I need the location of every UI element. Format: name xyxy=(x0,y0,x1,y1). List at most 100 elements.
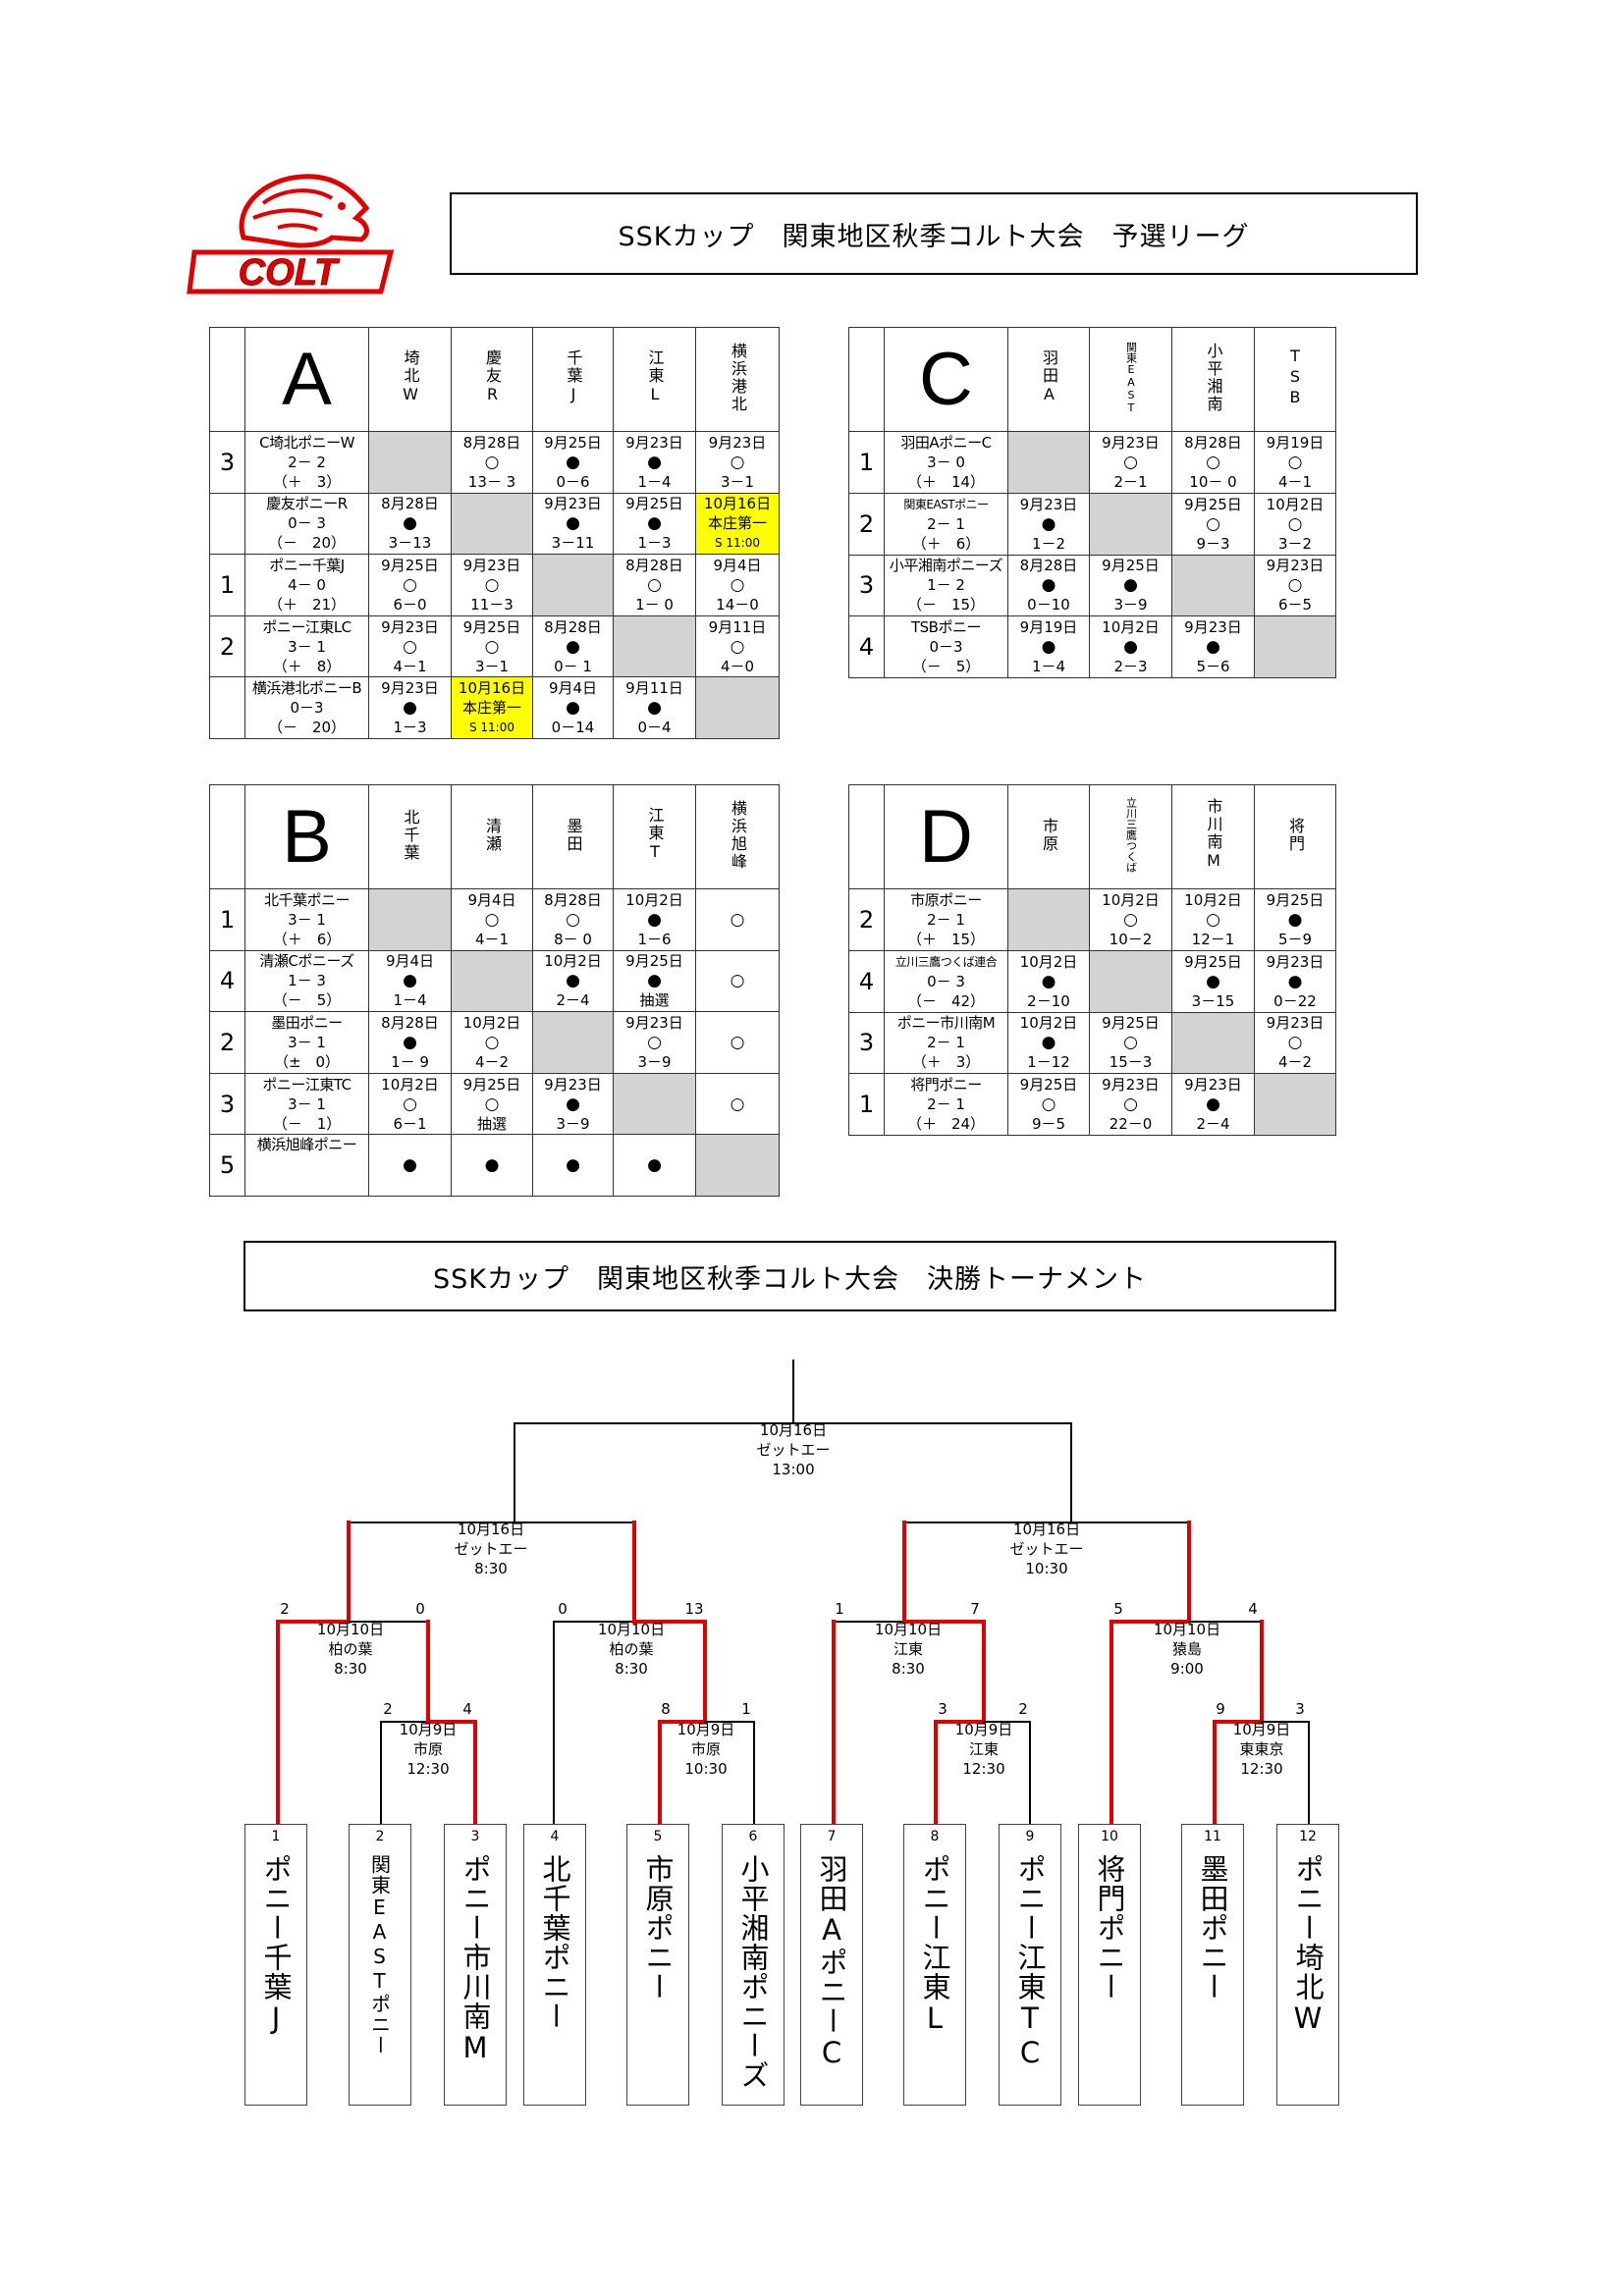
match-date: 10月9日 xyxy=(1232,1721,1291,1738)
opponent-header: 羽田A xyxy=(1007,327,1090,432)
match-cell: 9月4日○14－0 xyxy=(695,554,780,616)
match-score: 1－4 xyxy=(1031,658,1066,676)
loss-mark: ● xyxy=(647,1155,662,1176)
diagonal-cell xyxy=(1171,1011,1255,1075)
match-score: 4－2 xyxy=(474,1052,510,1071)
match-cell: 9月23日○4－1 xyxy=(368,614,452,678)
win-loss-record: 2－ 1 xyxy=(927,1034,965,1052)
match-cell: ○ xyxy=(695,1011,780,1074)
match-time: 8:30 xyxy=(474,1560,508,1577)
match-score: 1－2 xyxy=(1031,534,1066,553)
rank-cell: 5 xyxy=(209,1134,245,1197)
team-name-cell: 横浜旭峰ポニー xyxy=(244,1134,369,1197)
team-name: 墨田ポニー xyxy=(271,1013,343,1032)
match-venue: 市原 xyxy=(690,1740,722,1758)
match-time: 8:30 xyxy=(892,1660,925,1678)
match-score: 0 xyxy=(415,1600,425,1618)
match-score: 1－12 xyxy=(1027,1053,1070,1072)
win-mark: ○ xyxy=(1287,513,1303,534)
match-venue: 東東京 xyxy=(1239,1740,1284,1758)
loss-mark: ● xyxy=(647,452,662,472)
match-score: 5－9 xyxy=(1277,930,1313,948)
match-score: 0－22 xyxy=(1273,991,1317,1010)
match-score: 4－1 xyxy=(1277,472,1313,491)
opponent-header-label: 江東L xyxy=(645,349,665,405)
opponent-header: TSB xyxy=(1254,327,1336,432)
match-cell: 9月25日●1－3 xyxy=(613,492,696,556)
opponent-header-label: 江東T xyxy=(645,807,665,863)
bracket-team-name: 市原ポニー xyxy=(641,1854,675,2002)
match-cell: ○ xyxy=(695,949,780,1013)
match-cell: 9月23日○3－1 xyxy=(695,431,780,494)
run-differential: （＋ 8） xyxy=(272,657,342,675)
team-seed-number: 11 xyxy=(1204,1829,1221,1844)
match-date: 10月9日 xyxy=(399,1721,458,1738)
match-date: 9月25日 xyxy=(381,556,439,574)
rank-value: 1 xyxy=(858,448,875,476)
match-score: 2 xyxy=(383,1700,393,1718)
win-mark: ○ xyxy=(1123,1095,1138,1115)
match-cell: 10月2日●2－4 xyxy=(532,949,614,1013)
match-cell: 9月23日●3－11 xyxy=(532,492,614,556)
opponent-header: 横浜旭峰 xyxy=(695,784,780,889)
opponent-header-label: 立川三鷹つくば xyxy=(1124,797,1138,873)
run-differential: （－ 42） xyxy=(906,991,986,1010)
match-score: 3－1 xyxy=(720,472,755,491)
tournament-title: SSKカップ 関東地区秋季コルト大会 決勝トーナメント xyxy=(244,1241,1336,1311)
run-differential: （－ 15） xyxy=(906,596,986,614)
opponent-header: 将門 xyxy=(1254,784,1336,889)
opponent-header: 関東EAST xyxy=(1089,327,1172,432)
team-seed-number: 5 xyxy=(653,1829,663,1844)
rank-cell xyxy=(209,676,245,739)
loss-mark: ● xyxy=(647,698,662,719)
win-loss-record: 2－ 2 xyxy=(288,453,326,471)
match-date: 8月28日 xyxy=(1184,433,1242,452)
match-date: 9月23日 xyxy=(544,495,602,513)
match-date: 8月28日 xyxy=(1019,557,1078,575)
bracket-team-name: ポニー市川南M xyxy=(459,1854,492,2065)
match-date: 9月23日 xyxy=(1102,433,1160,452)
win-mark: ○ xyxy=(1123,452,1138,472)
team-seed-number: 4 xyxy=(550,1829,560,1844)
win-loss-record: 1－ 3 xyxy=(288,972,326,990)
match-venue: ゼットエー xyxy=(756,1441,831,1459)
opponent-header: 北千葉 xyxy=(368,784,452,889)
league-letter-cell: A xyxy=(244,327,369,432)
opponent-header-label: 市川南M xyxy=(1204,798,1223,872)
match-cell: 9月25日○9－3 xyxy=(1171,492,1255,556)
match-score: 13－ 3 xyxy=(467,472,516,491)
svg-text:COLT: COLT xyxy=(239,252,340,294)
match-date: 10月9日 xyxy=(954,1721,1013,1738)
bracket-team-name: 墨田ポニー xyxy=(1196,1854,1229,2002)
match-date: 9月23日 xyxy=(708,433,767,452)
opponent-header: 立川三鷹つくば xyxy=(1089,784,1172,889)
loss-mark: ● xyxy=(403,1155,417,1176)
match-cell: 10月2日○10－2 xyxy=(1089,888,1172,951)
win-mark: ○ xyxy=(1206,452,1220,472)
match-venue: 本庄第一 xyxy=(461,699,521,718)
match-date: 10月2日 xyxy=(625,890,683,909)
opponent-header-label: 埼北W xyxy=(401,349,420,405)
match-time: 12:30 xyxy=(406,1760,450,1778)
match-score: 3－9 xyxy=(1113,596,1148,614)
rank-value: 4 xyxy=(858,633,875,662)
match-venue: 江東 xyxy=(968,1740,1000,1758)
team-seed-number: 6 xyxy=(748,1829,758,1844)
match-date: 10月2日 xyxy=(544,952,602,971)
team-seed-number: 8 xyxy=(930,1829,940,1844)
run-differential: （＋ 14） xyxy=(906,472,986,491)
